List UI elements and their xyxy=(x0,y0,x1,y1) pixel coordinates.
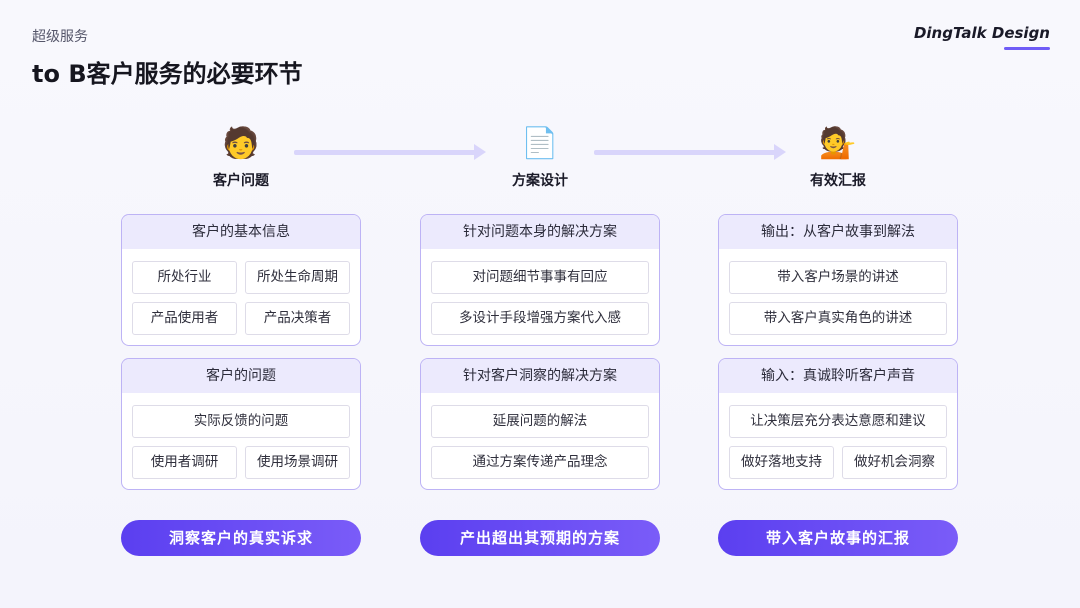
arrow-head-icon xyxy=(774,144,786,160)
chip-item: 多设计手段增强方案代入感 xyxy=(431,302,649,335)
document-icon: 📄 xyxy=(521,126,559,161)
brand-underline xyxy=(1004,47,1050,50)
card-input: 输入：真诚聆听客户声音 让决策层充分表达意愿和建议 做好落地支持 做好机会洞察 xyxy=(718,358,958,490)
chip-item: 带入客户场景的讲述 xyxy=(729,261,947,294)
card-title: 输出：从客户故事到解法 xyxy=(719,215,957,249)
arrow-head-icon xyxy=(474,144,486,160)
chip-item: 使用场景调研 xyxy=(245,446,350,479)
chip-item: 带入客户真实角色的讲述 xyxy=(729,302,947,335)
step-customer-problem: 🧑 客户问题 xyxy=(171,126,311,190)
summary-pill: 洞察客户的真实诉求 xyxy=(121,520,361,556)
card-insight-solution: 针对客户洞察的解决方案 延展问题的解法 通过方案传递产品理念 xyxy=(420,358,660,490)
column-effective-report: 输出：从客户故事到解法 带入客户场景的讲述 带入客户真实角色的讲述 输入：真诚聆… xyxy=(718,214,958,502)
card-output: 输出：从客户故事到解法 带入客户场景的讲述 带入客户真实角色的讲述 xyxy=(718,214,958,346)
chip-item: 使用者调研 xyxy=(132,446,237,479)
card-title: 针对客户洞察的解决方案 xyxy=(421,359,659,393)
chip-item: 所处行业 xyxy=(132,261,237,294)
step-label: 有效汇报 xyxy=(810,173,866,189)
card-title: 客户的问题 xyxy=(122,359,360,393)
step-label: 客户问题 xyxy=(213,173,269,189)
chip-item: 所处生命周期 xyxy=(245,261,350,294)
card-customer-issues: 客户的问题 实际反馈的问题 使用者调研 使用场景调研 xyxy=(121,358,361,490)
presenter-icon: 💁 xyxy=(819,126,857,161)
page-title: to B客户服务的必要环节 xyxy=(32,60,303,88)
chip-item: 通过方案传递产品理念 xyxy=(431,446,649,479)
chip-item: 实际反馈的问题 xyxy=(132,405,350,438)
step-label: 方案设计 xyxy=(512,173,568,189)
card-basic-info: 客户的基本信息 所处行业 所处生命周期 产品使用者 产品决策者 xyxy=(121,214,361,346)
column-solution-design: 针对问题本身的解决方案 对问题细节事事有回应 多设计手段增强方案代入感 针对客户… xyxy=(420,214,660,502)
summary-pill: 产出超出其预期的方案 xyxy=(420,520,660,556)
chip-item: 做好机会洞察 xyxy=(842,446,947,479)
card-title: 客户的基本信息 xyxy=(122,215,360,249)
flow-arrow-1 xyxy=(294,144,488,160)
chip-item: 延展问题的解法 xyxy=(431,405,649,438)
chip-item: 做好落地支持 xyxy=(729,446,834,479)
chip-item: 对问题细节事事有回应 xyxy=(431,261,649,294)
person-icon: 🧑 xyxy=(222,126,260,161)
breadcrumb: 超级服务 xyxy=(32,29,88,45)
summary-pill: 带入客户故事的汇报 xyxy=(718,520,958,556)
card-title: 输入：真诚聆听客户声音 xyxy=(719,359,957,393)
card-problem-solution: 针对问题本身的解决方案 对问题细节事事有回应 多设计手段增强方案代入感 xyxy=(420,214,660,346)
chip-item: 产品决策者 xyxy=(245,302,350,335)
chip-item: 让决策层充分表达意愿和建议 xyxy=(729,405,947,438)
step-solution-design: 📄 方案设计 xyxy=(470,126,610,190)
column-customer-problem: 客户的基本信息 所处行业 所处生命周期 产品使用者 产品决策者 客户的问题 实际… xyxy=(121,214,361,502)
step-effective-report: 💁 有效汇报 xyxy=(768,126,908,190)
chip-item: 产品使用者 xyxy=(132,302,237,335)
flow-arrow-2 xyxy=(594,144,788,160)
card-title: 针对问题本身的解决方案 xyxy=(421,215,659,249)
brand-logo: DingTalk Design xyxy=(913,24,1050,42)
